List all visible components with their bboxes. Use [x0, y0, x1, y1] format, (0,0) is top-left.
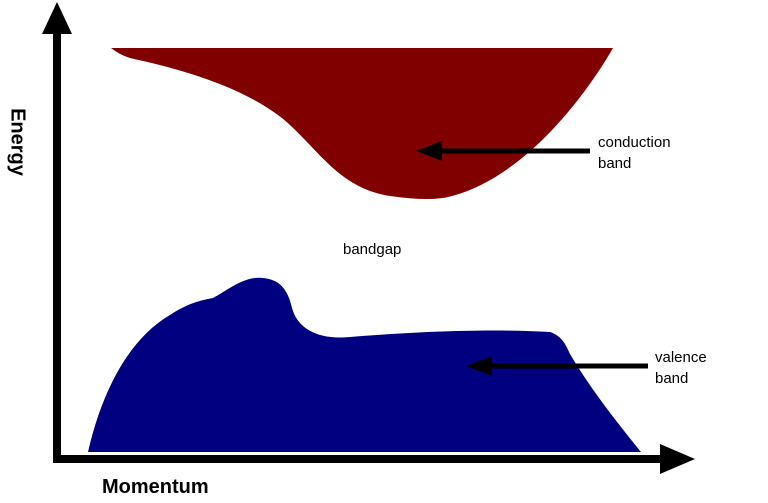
energy-axis-label: Energy — [6, 108, 29, 176]
energy-axis-arrowhead — [42, 2, 72, 34]
valence-pointer-head — [466, 356, 492, 376]
momentum-axis-label: Momentum — [102, 476, 209, 498]
valence-band-label-line2: band — [655, 370, 689, 387]
conduction-band-label-line1: conduction — [598, 134, 671, 151]
conduction-band-label-line2: band — [598, 155, 632, 172]
conduction-band-shape — [111, 48, 613, 199]
valence-band-shape — [88, 277, 641, 452]
momentum-axis-arrowhead — [660, 444, 695, 474]
conduction-pointer-head — [416, 141, 442, 161]
conduction-band-label: conduction band — [598, 132, 671, 174]
valence-band-label-line1: valence — [655, 349, 707, 366]
bandgap-label: bandgap — [343, 241, 402, 258]
valence-band-label: valence band — [655, 347, 707, 389]
